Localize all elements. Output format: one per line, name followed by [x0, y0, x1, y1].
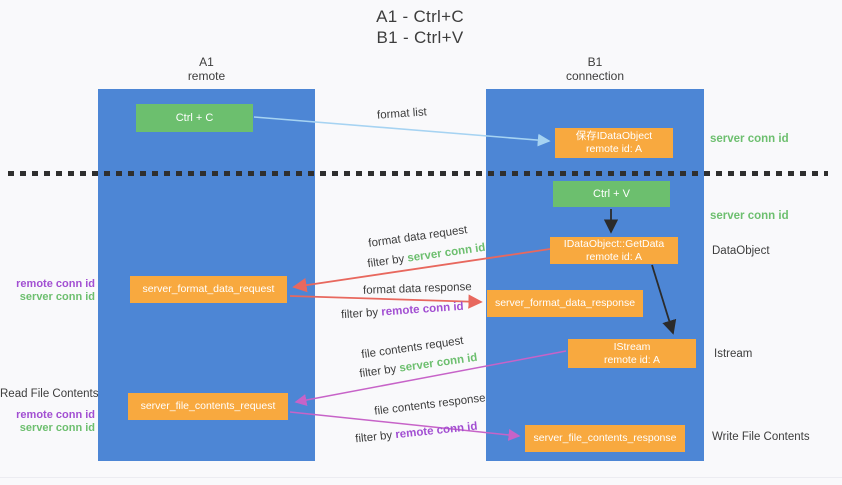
left-remote-conn-id-label-1: remote conn id: [16, 278, 95, 290]
save-idataobject-box: 保存IDataObject remote id: A: [555, 128, 673, 158]
right-dataobject-label: DataObject: [712, 245, 770, 257]
server-file-contents-response-label: server_file_contents_response: [533, 432, 677, 444]
lane-header-b1: B1 connection: [486, 55, 704, 83]
file-contents-request-arrow: [294, 350, 567, 406]
left-server-conn-id-label-1: server conn id: [19, 291, 95, 303]
getdata-to-istream-arrow: [651, 264, 677, 335]
server-file-contents-request-box: server_file_contents_request: [128, 393, 288, 420]
format-list-arrow: [253, 116, 551, 147]
lane-b1-name: B1: [587, 55, 603, 69]
dashed-separator-line: [8, 171, 828, 176]
bottom-edge-line: [0, 477, 842, 478]
format-data-request-arrow: [292, 248, 551, 293]
ctrl-c-box: Ctrl + C: [136, 104, 253, 132]
idataobject-getdata-box: IDataObject::GetData remote id: A: [550, 237, 678, 264]
ctrl-v-label: Ctrl + V: [593, 187, 630, 200]
server-file-contents-response-box: server_file_contents_response: [525, 425, 685, 452]
diagram-title: A1 - Ctrl+C B1 - Ctrl+V: [310, 6, 530, 48]
server-format-data-response-box: server_format_data_response: [487, 290, 643, 317]
lane-b1-subtitle: connection: [565, 69, 625, 83]
lane-header-a1: A1 remote: [98, 55, 315, 83]
title-line-1: A1 - Ctrl+C: [376, 7, 464, 26]
right-write-file-contents-label: Write File Contents: [712, 431, 810, 443]
file-contents-response-arrow: [289, 411, 521, 441]
server-file-contents-request-label: server_file_contents_request: [140, 400, 276, 412]
left-remote-conn-id-label-2: remote conn id: [16, 409, 95, 421]
ctrl-v-box: Ctrl + V: [553, 181, 670, 207]
left-server-conn-id-label-2: server conn id: [19, 422, 95, 434]
server-format-data-request-label: server_format_data_request: [142, 283, 275, 295]
left-read-file-contents-label: Read File Contents: [0, 388, 99, 400]
right-server-conn-id-label-1: server conn id: [710, 133, 789, 145]
getdata-line1: IDataObject::GetData: [563, 237, 665, 250]
title-line-2: B1 - Ctrl+V: [376, 28, 464, 47]
server-format-data-request-box: server_format_data_request: [130, 276, 287, 303]
getdata-line2: remote id: A: [585, 250, 643, 263]
right-istream-label: Istream: [714, 348, 753, 360]
ctrl-c-label: Ctrl + C: [175, 111, 214, 124]
server-format-data-response-label: server_format_data_response: [494, 297, 636, 309]
save-idataobject-line1: 保存IDataObject: [575, 130, 653, 142]
istream-line2: remote id: A: [603, 353, 661, 366]
format-data-response-arrow: [289, 294, 483, 309]
istream-box: IStream remote id: A: [568, 339, 696, 368]
save-idataobject-line2: remote id: A: [585, 143, 643, 155]
lane-a1-subtitle: remote: [187, 69, 226, 83]
lane-a1-name: A1: [199, 55, 214, 69]
istream-line1: IStream: [613, 340, 651, 353]
right-server-conn-id-label-2: server conn id: [710, 210, 789, 222]
